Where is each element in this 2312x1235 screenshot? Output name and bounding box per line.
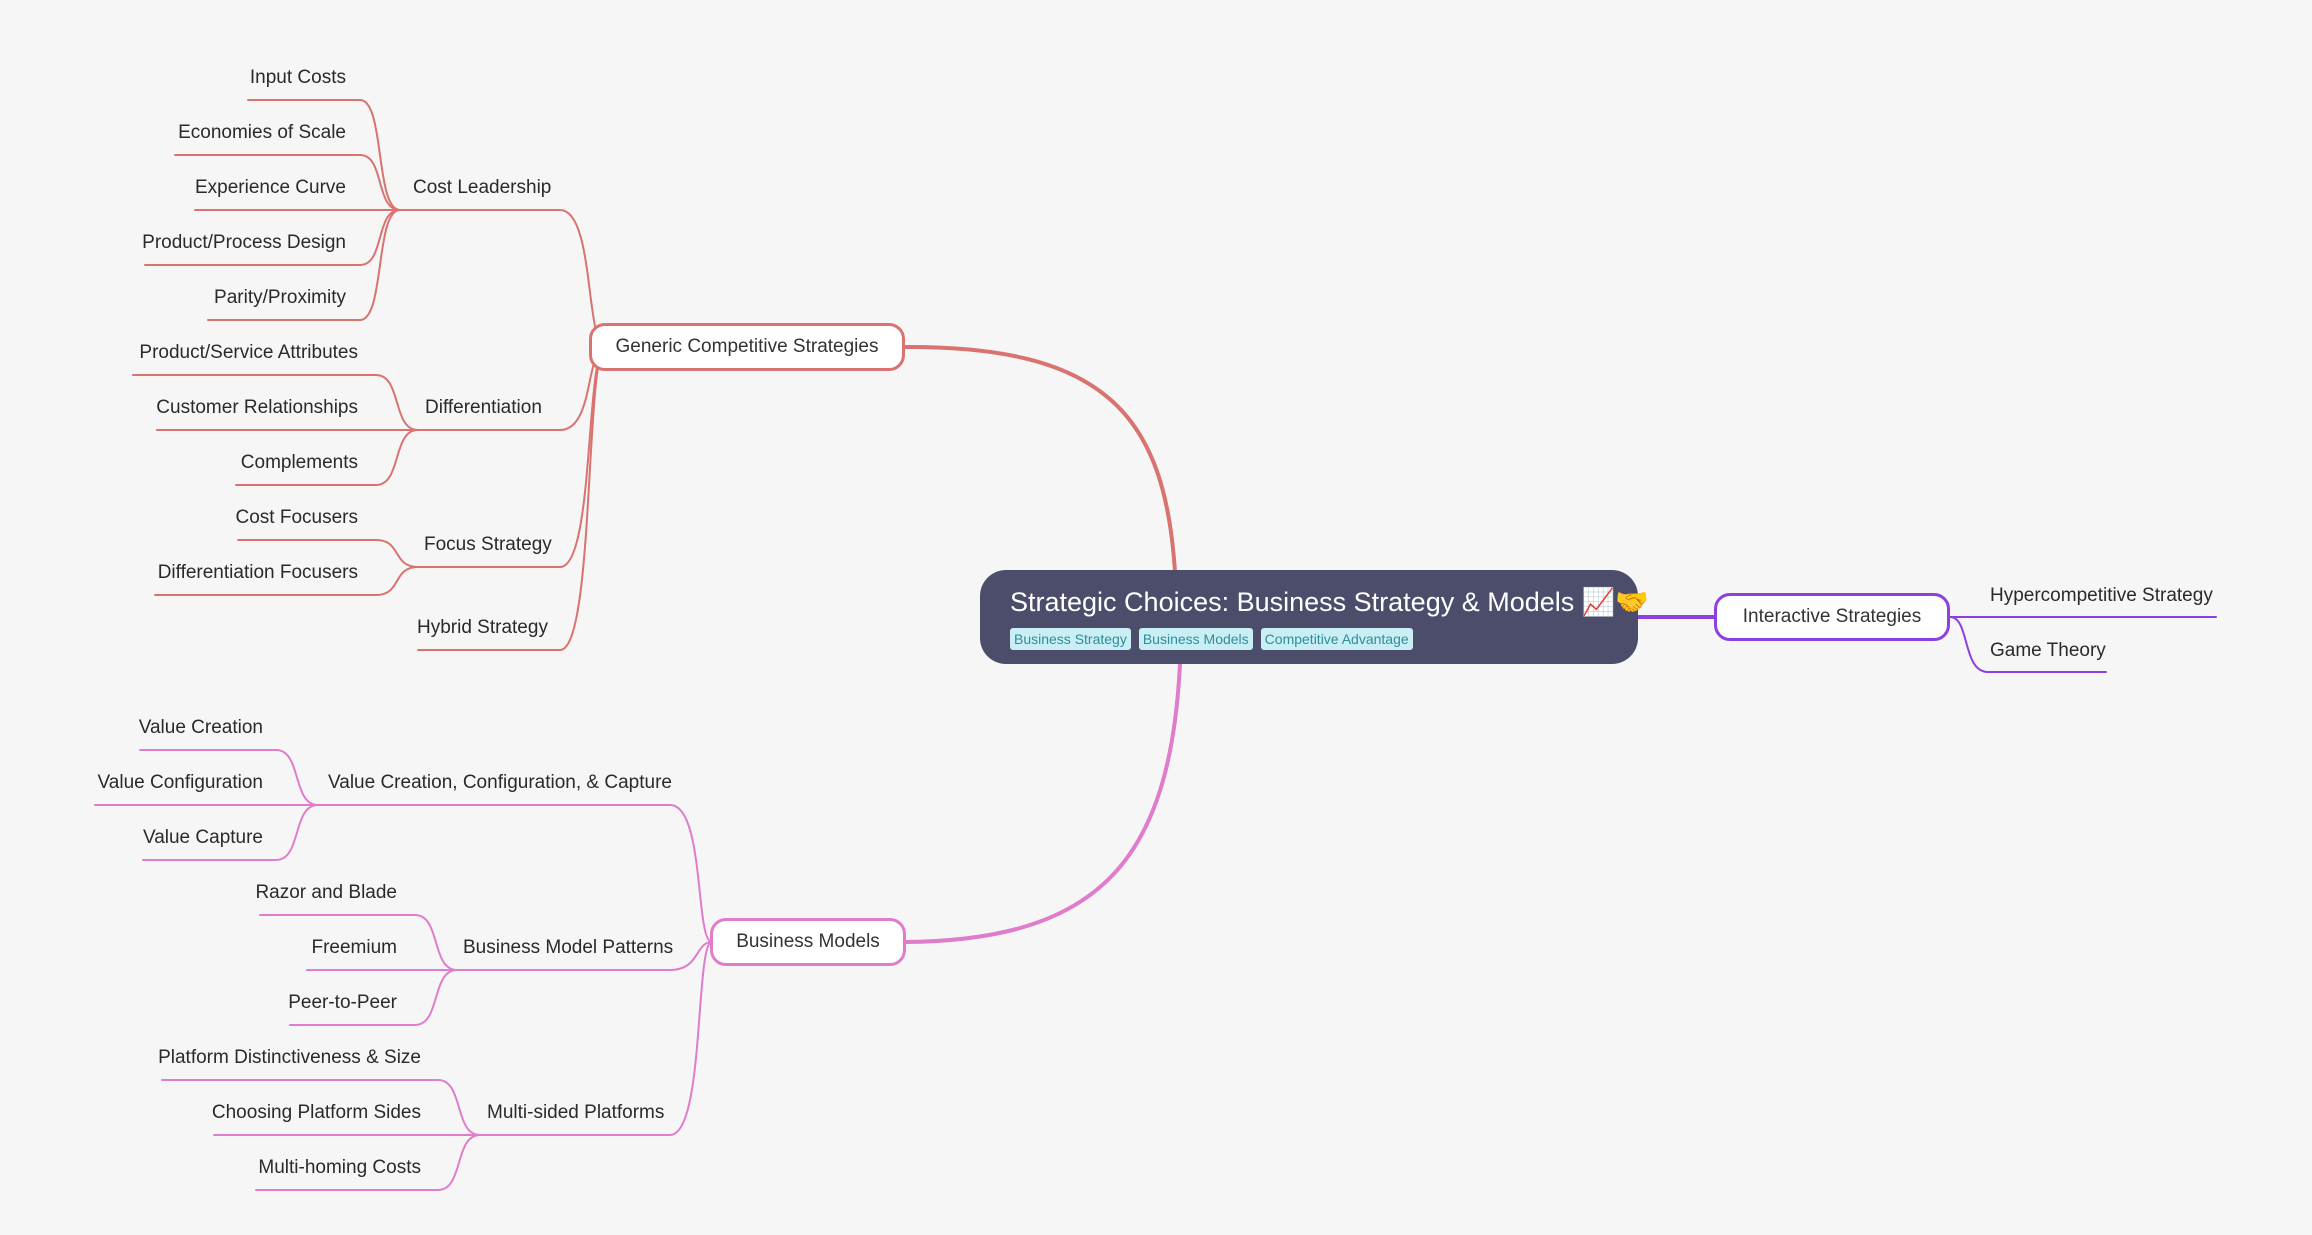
edge-peer-to-peer <box>289 969 458 1026</box>
node-generic-competitive-strategies[interactable]: Generic Competitive Strategies <box>589 323 905 371</box>
node-peer-to-peer[interactable]: Peer-to-Peer <box>288 992 397 1013</box>
edge-razor-and-blade <box>259 914 458 971</box>
node-economies-of-scale[interactable]: Economies of Scale <box>178 122 346 143</box>
node-cost-leadership[interactable]: Cost Leadership <box>413 177 552 198</box>
node-complements[interactable]: Complements <box>240 452 358 473</box>
edge-cost-focusers <box>237 539 419 568</box>
edge-root-generic <box>904 344 1177 574</box>
node-multi-homing-costs[interactable]: Multi-homing Costs <box>258 1157 421 1178</box>
edge-game-theory <box>1949 616 2107 673</box>
tag-business-models[interactable]: Business Models <box>1138 628 1253 650</box>
node-value-capture[interactable]: Value Capture <box>142 827 263 848</box>
root-tags: Business Strategy Business Models Compet… <box>1010 628 1608 650</box>
node-differentiation[interactable]: Differentiation <box>425 397 542 418</box>
tag-business-strategy[interactable]: Business Strategy <box>1010 628 1131 650</box>
node-business-model-patterns[interactable]: Business Model Patterns <box>463 937 674 958</box>
edge-value-creation <box>139 749 319 806</box>
edge-platform-distinctiveness <box>161 1079 481 1136</box>
node-value-creation-configuration-capture[interactable]: Value Creation, Configuration, & Capture <box>328 772 672 793</box>
root-title: Strategic Choices: Business Strategy & M… <box>1010 587 1649 617</box>
edge-economies-of-scale <box>174 154 401 211</box>
node-value-configuration[interactable]: Value Configuration <box>97 772 263 793</box>
node-product-service-attributes[interactable]: Product/Service Attributes <box>139 342 358 363</box>
edge-multi-homing-costs <box>255 1134 481 1191</box>
node-focus-strategy[interactable]: Focus Strategy <box>424 534 552 555</box>
node-customer-relationships[interactable]: Customer Relationships <box>156 397 358 418</box>
node-parity-proximity[interactable]: Parity/Proximity <box>214 287 346 308</box>
node-product-process-design[interactable]: Product/Process Design <box>142 232 346 253</box>
edge-bm-patterns <box>456 941 713 971</box>
tag-competitive-advantage[interactable]: Competitive Advantage <box>1260 628 1413 650</box>
node-business-models[interactable]: Business Models <box>710 918 906 966</box>
edge-input-costs <box>247 99 401 211</box>
edge-differentiation-focusers <box>154 566 419 596</box>
node-multi-sided-platforms[interactable]: Multi-sided Platforms <box>487 1102 665 1123</box>
node-hypercompetitive-strategy[interactable]: Hypercompetitive Strategy <box>1990 585 2213 606</box>
node-experience-curve[interactable]: Experience Curve <box>194 177 346 198</box>
edge-generic-cost-leadership <box>399 209 607 348</box>
edge-bm-platforms <box>479 941 713 1136</box>
edge-value-capture <box>142 804 319 861</box>
edge-product-service-attributes <box>132 374 419 431</box>
node-choosing-platform-sides[interactable]: Choosing Platform Sides <box>211 1102 421 1123</box>
edge-root-business-models <box>904 662 1182 944</box>
edge-complements <box>235 429 419 486</box>
edge-parity-proximity <box>207 209 401 321</box>
node-value-creation[interactable]: Value Creation <box>138 717 263 738</box>
node-hybrid-strategy[interactable]: Hybrid Strategy <box>417 617 548 638</box>
edge-product-process-design <box>144 209 401 266</box>
node-cost-focusers[interactable]: Cost Focusers <box>235 507 358 528</box>
node-interactive-strategies[interactable]: Interactive Strategies <box>1714 593 1950 641</box>
root-node[interactable]: Strategic Choices: Business Strategy & M… <box>980 570 1649 664</box>
node-freemium[interactable]: Freemium <box>311 937 397 958</box>
node-platform-distinctiveness-size[interactable]: Platform Distinctiveness & Size <box>158 1047 421 1068</box>
node-input-costs[interactable]: Input Costs <box>249 67 346 88</box>
edge-generic-hybrid <box>417 346 607 651</box>
node-differentiation-focusers[interactable]: Differentiation Focusers <box>157 562 358 583</box>
node-razor-and-blade[interactable]: Razor and Blade <box>255 882 397 903</box>
edge-bm-value <box>317 804 713 943</box>
node-game-theory[interactable]: Game Theory <box>1990 640 2106 661</box>
